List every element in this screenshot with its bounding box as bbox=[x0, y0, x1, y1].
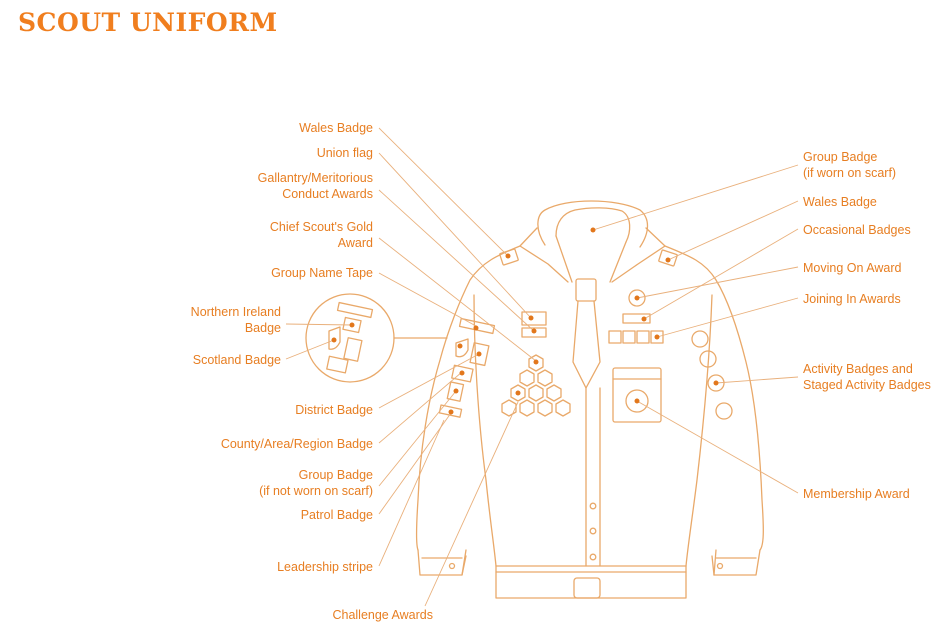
label-union-flag: Union flag bbox=[317, 146, 373, 160]
page-title: SCOUT UNIFORM bbox=[18, 8, 278, 37]
epaulette-left bbox=[499, 248, 519, 266]
union-flag-badge bbox=[521, 311, 547, 326]
label-group-name-tape: Group Name Tape bbox=[271, 266, 373, 280]
collar-inner bbox=[555, 207, 631, 243]
collar bbox=[537, 200, 649, 248]
shirt-body bbox=[415, 245, 521, 551]
label-challenge-awards: Challenge Awards bbox=[332, 608, 433, 622]
activity-badge bbox=[691, 330, 709, 348]
marker-dots bbox=[331, 227, 719, 415]
label-chief-scout-line2: Award bbox=[338, 236, 373, 250]
pocket bbox=[612, 367, 662, 423]
scotland-badge-shape bbox=[455, 338, 469, 358]
moving-on-award-badge bbox=[628, 289, 646, 307]
button bbox=[589, 527, 597, 535]
activity-badge bbox=[715, 402, 733, 420]
label-gallantry-line2: Conduct Awards bbox=[282, 187, 373, 201]
epaulette-right bbox=[658, 249, 678, 267]
joining-in-award bbox=[636, 330, 650, 344]
leader-lines bbox=[285, 127, 799, 607]
gallantry-award bbox=[521, 327, 547, 338]
hex bbox=[519, 399, 535, 417]
label-gallantry-line1: Gallantry/Meritorious bbox=[258, 171, 373, 185]
challenge-awards bbox=[501, 354, 571, 417]
neckerchief bbox=[572, 300, 601, 389]
label-county-badge: County/Area/Region Badge bbox=[221, 437, 373, 451]
hex bbox=[501, 399, 517, 417]
label-chief-scout-line1: Chief Scout's Gold bbox=[270, 220, 373, 234]
woggle bbox=[575, 278, 597, 302]
hex bbox=[519, 369, 535, 387]
cuff-button bbox=[716, 562, 724, 570]
membership-award-badge bbox=[625, 389, 649, 413]
district-badge bbox=[469, 342, 490, 367]
label-group-badge-right-line2: (if worn on scarf) bbox=[803, 166, 896, 180]
joining-in-award bbox=[608, 330, 622, 344]
label-leadership-stripe: Leadership stripe bbox=[277, 560, 373, 574]
hex bbox=[537, 399, 553, 417]
hex bbox=[546, 384, 562, 402]
hex bbox=[555, 399, 571, 417]
label-activity-badges-line1: Activity Badges and bbox=[803, 362, 913, 376]
occasional-badge bbox=[622, 313, 651, 324]
right-sleeve bbox=[713, 549, 761, 576]
joining-in-award bbox=[650, 330, 664, 344]
label-wales-badge-right: Wales Badge bbox=[803, 195, 877, 209]
group-badge-sleeve bbox=[446, 381, 465, 402]
label-group-badge-left-line2: (if not worn on scarf) bbox=[259, 484, 373, 498]
label-district-badge: District Badge bbox=[295, 403, 373, 417]
activity-badge bbox=[699, 350, 717, 368]
label-scotland-badge: Scotland Badge bbox=[193, 353, 281, 367]
cuff-button bbox=[448, 562, 456, 570]
joining-in-award bbox=[622, 330, 636, 344]
shirt-outline bbox=[305, 200, 764, 599]
county-badge bbox=[451, 364, 474, 383]
label-group-badge-left-line1: Group Badge bbox=[299, 468, 373, 482]
right-labels: Group Badge (if worn on scarf) Wales Bad… bbox=[803, 150, 931, 501]
button bbox=[589, 502, 597, 510]
hex bbox=[528, 384, 544, 402]
label-northern-ireland-line2: Badge bbox=[245, 321, 281, 335]
label-occasional-badges: Occasional Badges bbox=[803, 223, 911, 237]
belt bbox=[495, 565, 687, 599]
hex bbox=[510, 384, 526, 402]
activity-badge bbox=[707, 374, 725, 392]
left-labels: Wales Badge Union flag Gallantry/Meritor… bbox=[191, 121, 433, 622]
hex bbox=[537, 369, 553, 387]
belt-buckle bbox=[573, 577, 601, 599]
hex bbox=[528, 354, 544, 372]
label-joining-in-awards: Joining In Awards bbox=[803, 292, 901, 306]
label-activity-badges-line2: Staged Activity Badges bbox=[803, 378, 931, 392]
left-sleeve bbox=[417, 549, 467, 576]
label-northern-ireland-line1: Northern Ireland bbox=[191, 305, 281, 319]
button bbox=[589, 553, 597, 561]
label-patrol-badge: Patrol Badge bbox=[301, 508, 373, 522]
label-moving-on-award: Moving On Award bbox=[803, 261, 901, 275]
label-group-badge-right-line1: Group Badge bbox=[803, 150, 877, 164]
label-membership-award: Membership Award bbox=[803, 487, 910, 501]
label-wales-badge-left: Wales Badge bbox=[299, 121, 373, 135]
